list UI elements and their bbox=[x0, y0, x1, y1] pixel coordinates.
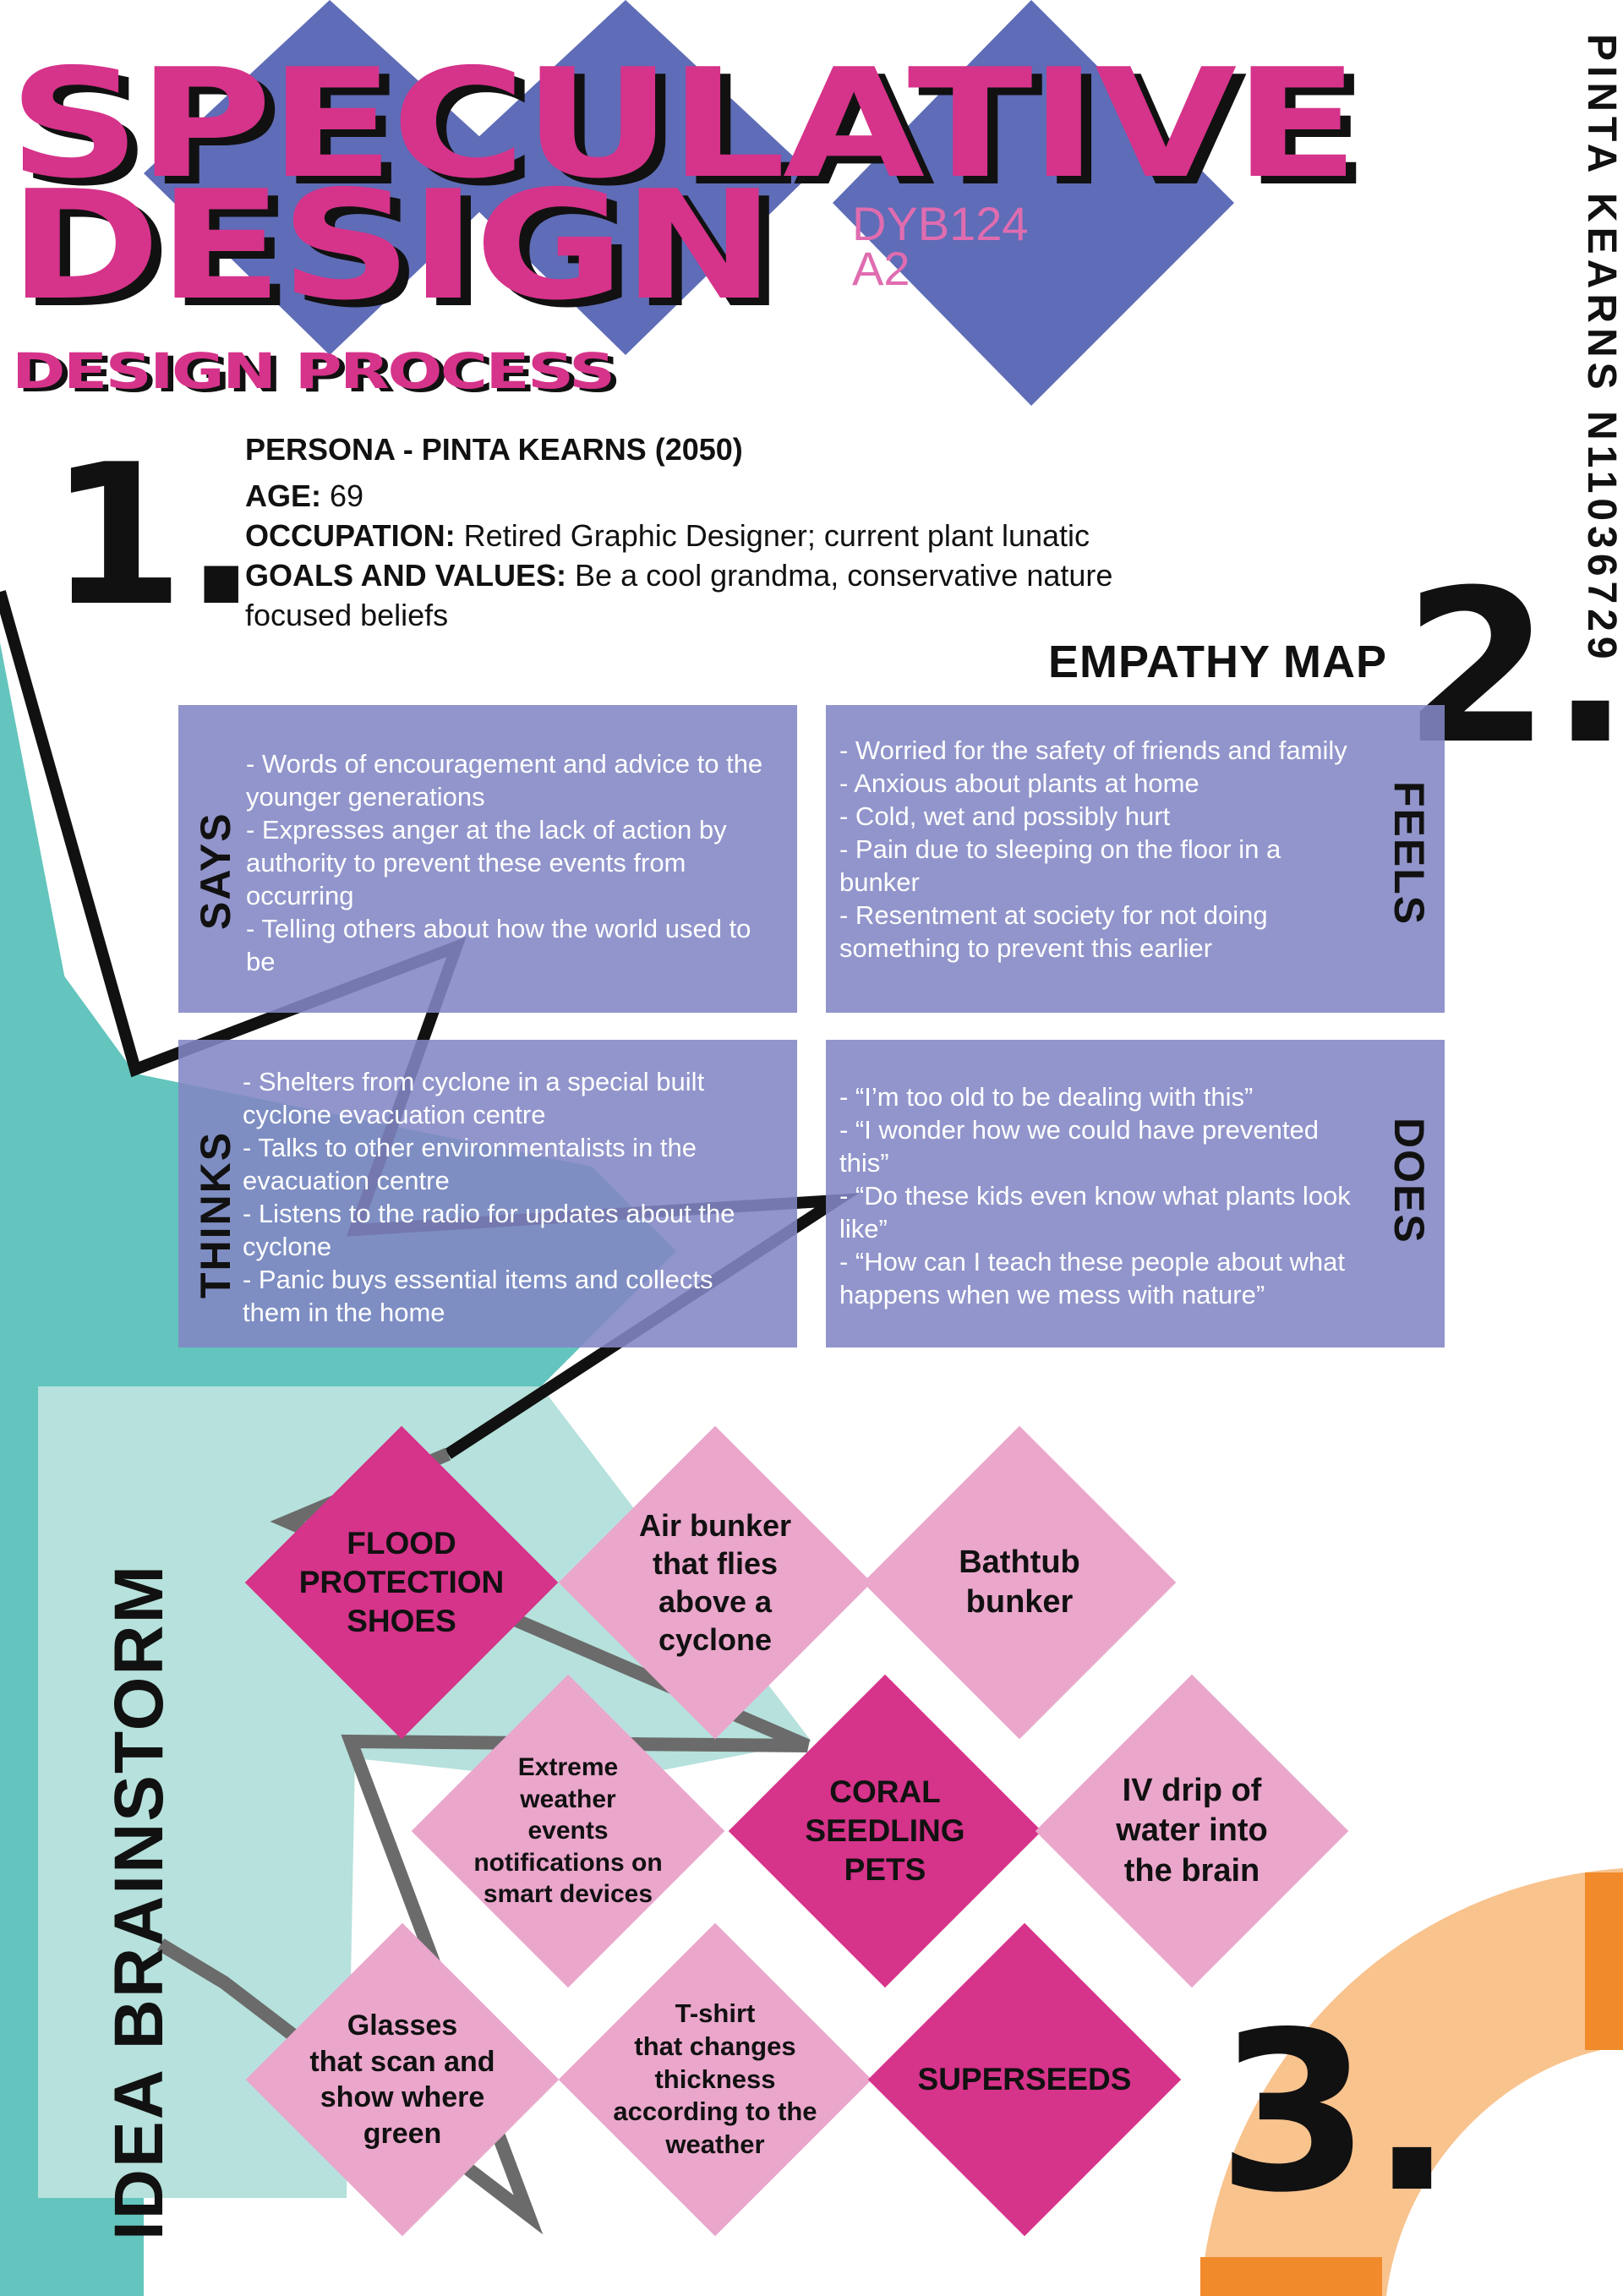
says-item: - Words of encouragement and advice to t… bbox=[246, 749, 763, 812]
quadrant-thinks: - Shelters from cyclone in a special bui… bbox=[178, 1040, 797, 1348]
persona-heading: PERSONA - PINTA KEARNS (2050) bbox=[245, 432, 743, 467]
idea-text-line: Glasses bbox=[347, 2009, 458, 2042]
course-code: DYB124 bbox=[852, 197, 1029, 250]
persona-occupation: OCCUPATION: Retired Graphic Designer; cu… bbox=[245, 518, 1090, 553]
does-item: - “I’m too old to be dealing with this” bbox=[839, 1082, 1254, 1112]
thinks-item: - Shelters from cyclone in a special bui… bbox=[243, 1067, 705, 1129]
feels-item: - Pain due to sleeping on the floor in a… bbox=[839, 834, 1281, 897]
assignment-code: A2 bbox=[852, 242, 910, 296]
header-diamond-3 bbox=[833, 0, 1234, 406]
label-thinks: THINKS bbox=[192, 1130, 239, 1298]
idea-text-line: bunker bbox=[965, 1584, 1074, 1620]
idea-text: Extreme weather events notifications on smar… bbox=[445, 1721, 691, 1941]
header-diamond-1 bbox=[144, 0, 520, 355]
idea-brainstorm-label: IDEA BRAINSTORM bbox=[101, 1564, 178, 2240]
orange-bar-bottom bbox=[1200, 2257, 1382, 2296]
idea-text-line: green bbox=[363, 2117, 442, 2150]
says-item: - Telling others about how the world use… bbox=[246, 914, 751, 976]
idea-text-line: Extreme bbox=[517, 1753, 619, 1782]
idea-text-line: thickness bbox=[654, 2064, 776, 2094]
label-says: SAYS bbox=[192, 812, 239, 930]
idea-text-line: events bbox=[527, 1817, 609, 1845]
does-item: - “How can I teach these people about wh… bbox=[839, 1247, 1345, 1309]
idea-text-line: that scan and bbox=[309, 2045, 495, 2078]
persona-age: AGE: 69 bbox=[245, 478, 364, 513]
section-number-1: 1. bbox=[49, 424, 259, 649]
subtitle-design-process: DESIGN PROCESS bbox=[12, 342, 615, 400]
idea-text-line: FLOOD bbox=[347, 1525, 456, 1561]
teal-band-left bbox=[0, 642, 144, 2296]
title-speculative: SPECULATIVE bbox=[8, 36, 1359, 211]
feels-item: - Cold, wet and possibly hurt bbox=[839, 801, 1171, 831]
idea-text-line: Bathtub bbox=[959, 1544, 1080, 1580]
quadrant-says: - Words of encouragement and advice to t… bbox=[178, 705, 797, 1013]
idea-text-line: PROTECTION bbox=[298, 1564, 505, 1599]
feels-item: - Anxious about plants at home bbox=[839, 768, 1199, 798]
says-item: - Expresses anger at the lack of action … bbox=[246, 815, 727, 910]
idea-text-line: water into bbox=[1116, 1812, 1268, 1849]
idea-text-line: IV drip of bbox=[1122, 1772, 1262, 1808]
title-design: DESIGN bbox=[8, 158, 776, 333]
thinks-item: - Listens to the radio for updates about… bbox=[243, 1199, 735, 1261]
course-code-block: DYB124 A2 bbox=[852, 197, 1029, 296]
idea-text-line: notifications on bbox=[473, 1848, 663, 1877]
section-number-3: 3. bbox=[1217, 1986, 1454, 2241]
idea-text-line: show where bbox=[320, 2081, 485, 2113]
idea-text-line: SHOES bbox=[347, 1604, 456, 1639]
idea-text-line: SUPERSEEDS bbox=[917, 2061, 1132, 2096]
idea-text-line: Air bunker bbox=[638, 1508, 792, 1543]
persona-block: PERSONA - PINTA KEARNS (2050) AGE: 69 OC… bbox=[245, 429, 1243, 635]
idea-text-line: above a bbox=[658, 1584, 773, 1619]
idea-text-line: weather bbox=[520, 1785, 616, 1813]
feels-item: - Resentment at society for not doing so… bbox=[839, 900, 1268, 963]
idea-text-line: the brain bbox=[1123, 1852, 1260, 1889]
header-diamond-2 bbox=[440, 0, 812, 355]
label-feels: FEELS bbox=[1385, 781, 1433, 927]
does-item: - “Do these kids even know what plants l… bbox=[839, 1181, 1351, 1244]
idea-text-line: CORAL bbox=[829, 1774, 941, 1809]
idea-text-line: that flies bbox=[652, 1546, 778, 1581]
grey-zigzag-line bbox=[156, 1447, 811, 2235]
idea-text-line: according to the bbox=[613, 2096, 817, 2127]
feels-item: - Worried for the safety of friends and … bbox=[839, 735, 1347, 765]
label-does: DOES bbox=[1385, 1118, 1433, 1244]
idea-text: Bathtub bunker bbox=[897, 1473, 1142, 1692]
persona-goals: GOALS AND VALUES: Be a cool grandma, con… bbox=[245, 558, 1113, 632]
peach-arc bbox=[1200, 1868, 1623, 2296]
thinks-item: - Talks to other environmentalists in th… bbox=[243, 1133, 697, 1195]
idea-text-line: that changes bbox=[634, 2031, 796, 2061]
orange-bar-right bbox=[1585, 1872, 1623, 2050]
thinks-item: - Panic buys essential items and collect… bbox=[243, 1265, 713, 1327]
idea-text-line: T-shirt bbox=[675, 1998, 756, 2029]
quadrant-does: - “I’m too old to be dealing with this” … bbox=[826, 1040, 1445, 1348]
idea-text: SUPERSEEDS bbox=[902, 1970, 1147, 2189]
idea-text-line: smart devices bbox=[483, 1880, 653, 1909]
idea-text-line: weather bbox=[665, 2129, 765, 2160]
empathy-map-title: EMPATHY MAP bbox=[1048, 637, 1388, 687]
idea-text-line: cyclone bbox=[658, 1622, 773, 1657]
idea-text-line: SEEDLING bbox=[805, 1812, 965, 1848]
quadrant-feels: - Worried for the safety of friends and … bbox=[826, 705, 1445, 1013]
does-item: - “I wonder how we could have prevented … bbox=[839, 1115, 1319, 1178]
idea-text-line: PETS bbox=[844, 1852, 926, 1888]
